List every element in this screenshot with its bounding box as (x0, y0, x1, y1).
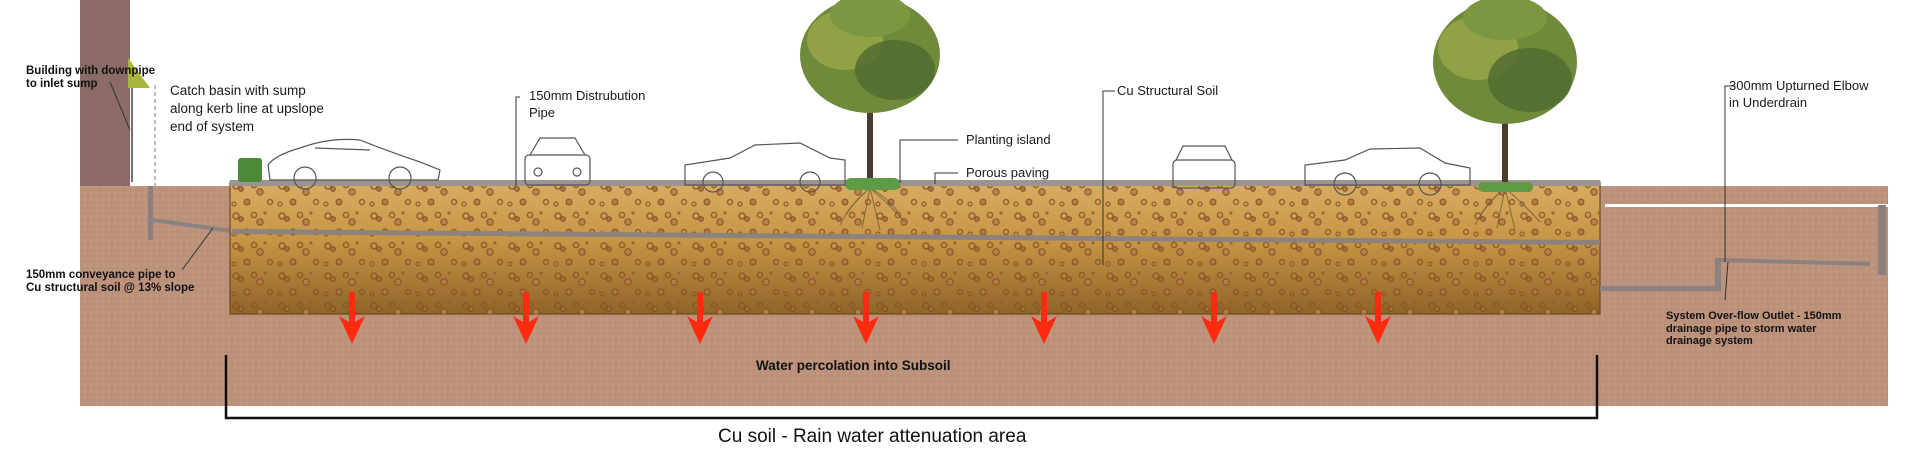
car-hatchback-rear (1172, 145, 1236, 189)
tree-2 (1433, 0, 1577, 192)
leader-lines (109, 81, 1735, 301)
tree-1 (800, 0, 940, 190)
diagram-caption: Cu soil - Rain water attenuation area (718, 426, 1027, 447)
car-hatchback-front (524, 137, 591, 186)
down-arrow-icon (1365, 292, 1391, 344)
building-wall (80, 0, 130, 186)
label-porous-paving: Porous paving (966, 165, 1050, 180)
down-arrow-icon (853, 292, 879, 344)
down-arrow-icon (1031, 292, 1057, 344)
upturned-elbow (1715, 258, 1721, 291)
distribution-pipe (232, 229, 1600, 245)
down-arrow-icon (339, 292, 365, 344)
car-classic-coupe (1304, 147, 1471, 196)
label-planting-island: Planting island (966, 132, 1051, 147)
tree-roots-1 (839, 187, 906, 231)
tree-roots-2 (1474, 187, 1541, 231)
overflow-pipe (1721, 258, 1870, 266)
down-arrow-icon (1201, 292, 1227, 344)
label-structural-soil: Cu Structural Soil (1117, 83, 1219, 98)
catch-basin-sump (148, 186, 153, 240)
car-sports-coupe (267, 138, 441, 190)
underdrain-outlet (1600, 286, 1720, 291)
shrub-icon (238, 158, 262, 182)
label-percolation: Water percolation into Subsoil (756, 358, 951, 373)
down-arrow-icon (687, 292, 713, 344)
car-sedan (684, 142, 846, 193)
attenuation-bracket (224, 355, 1599, 420)
percolation-arrows (339, 292, 1391, 344)
gutter-icon (128, 58, 150, 88)
porous-paving-surface (230, 180, 1600, 186)
down-arrow-icon (513, 292, 539, 344)
